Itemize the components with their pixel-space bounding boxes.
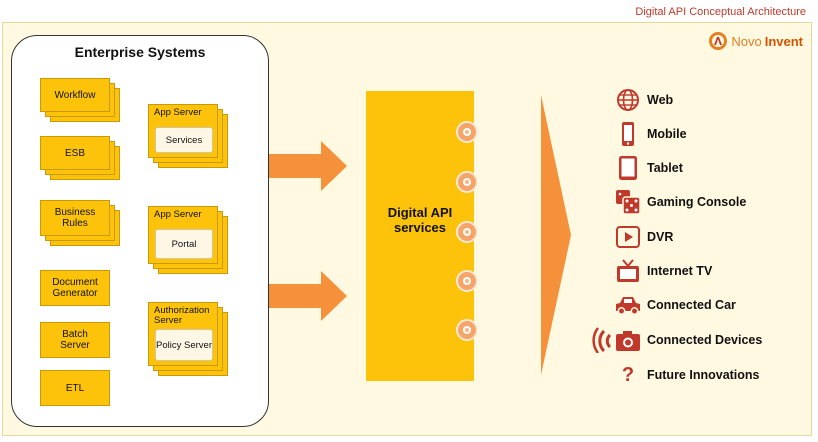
channel-label: Mobile	[647, 127, 687, 141]
channel-tablet: Tablet	[613, 155, 683, 181]
system-label: Workflow	[54, 89, 96, 101]
api-port-3	[456, 221, 478, 243]
channel-web: Web	[613, 87, 673, 113]
diagram-title: Digital API Conceptual Architecture	[635, 6, 806, 18]
tv-icon	[613, 258, 643, 284]
channel-label: Connected Devices	[647, 333, 763, 347]
channel-dvr: DVR	[613, 224, 673, 250]
channel-label: Tablet	[647, 161, 683, 175]
digital-api-services-label: Digital API services	[387, 205, 453, 235]
workflow-system: Workflow	[40, 78, 120, 122]
channel-label: DVR	[647, 230, 674, 244]
channel-gaming-console: Gaming Console	[613, 189, 746, 215]
app-server-portal: App Server Portal	[148, 206, 228, 274]
app-server-services: App Server Services	[148, 104, 228, 168]
api-port-1	[456, 121, 478, 143]
business-rules-system: Business Rules	[40, 200, 120, 246]
server-header: App Server	[154, 107, 202, 118]
system-label: ESB	[64, 147, 85, 159]
channel-mobile: Mobile	[613, 121, 687, 147]
server-inner-label: Services	[165, 134, 203, 146]
api-port-4	[456, 270, 478, 292]
dice-icon	[613, 189, 643, 215]
logo-text-invent: Invent	[764, 33, 803, 49]
channel-label: Gaming Console	[647, 195, 747, 209]
channel-label: Web	[647, 93, 674, 107]
batch-server-system: Batch Server	[40, 322, 110, 358]
document-generator-system: Document Generator	[40, 270, 110, 306]
api-port-5	[456, 319, 478, 341]
server-inner-label: Portal	[171, 238, 197, 250]
server-inner-label: Policy Server	[156, 339, 212, 351]
enterprise-systems-title: Enterprise Systems	[74, 44, 206, 60]
etl-system: ETL	[40, 370, 110, 406]
channel-label: Future Innovations	[647, 368, 760, 382]
play-button-icon	[613, 224, 643, 250]
api-port-2	[456, 171, 478, 193]
authorization-server: Authorization Server Policy Server	[148, 302, 228, 376]
system-label: Batch Server	[60, 329, 90, 351]
tablet-icon	[613, 155, 643, 181]
flow-arrow-upper	[269, 141, 347, 191]
system-label: ETL	[65, 382, 85, 394]
server-header: App Server	[154, 209, 202, 220]
flow-arrow-lower	[269, 271, 347, 321]
novoinvent-logo-icon	[709, 32, 728, 50]
wireless-camera-icon	[591, 327, 643, 353]
server-header: Authorization Server	[154, 305, 210, 326]
question-mark-icon: ?	[621, 363, 635, 386]
channel-connected-devices: Connected Devices	[591, 327, 762, 353]
channel-distribution-arrow	[541, 95, 571, 375]
channel-label: Internet TV	[647, 264, 713, 278]
mobile-phone-icon	[613, 121, 643, 147]
logo-text-novo: Novo	[731, 33, 762, 49]
system-label: Business Rules	[54, 207, 96, 229]
channel-future-innovations: ? Future Innovations	[613, 362, 760, 388]
system-label: Document Generator	[52, 277, 98, 299]
channel-connected-car: Connected Car	[613, 292, 736, 318]
enterprise-systems-panel: Enterprise Systems Workflow ESB Business…	[11, 35, 269, 427]
channel-internet-tv: Internet TV	[613, 258, 712, 284]
car-icon	[613, 292, 643, 318]
channel-label: Connected Car	[647, 298, 736, 312]
esb-system: ESB	[40, 136, 120, 180]
globe-icon	[613, 87, 643, 113]
